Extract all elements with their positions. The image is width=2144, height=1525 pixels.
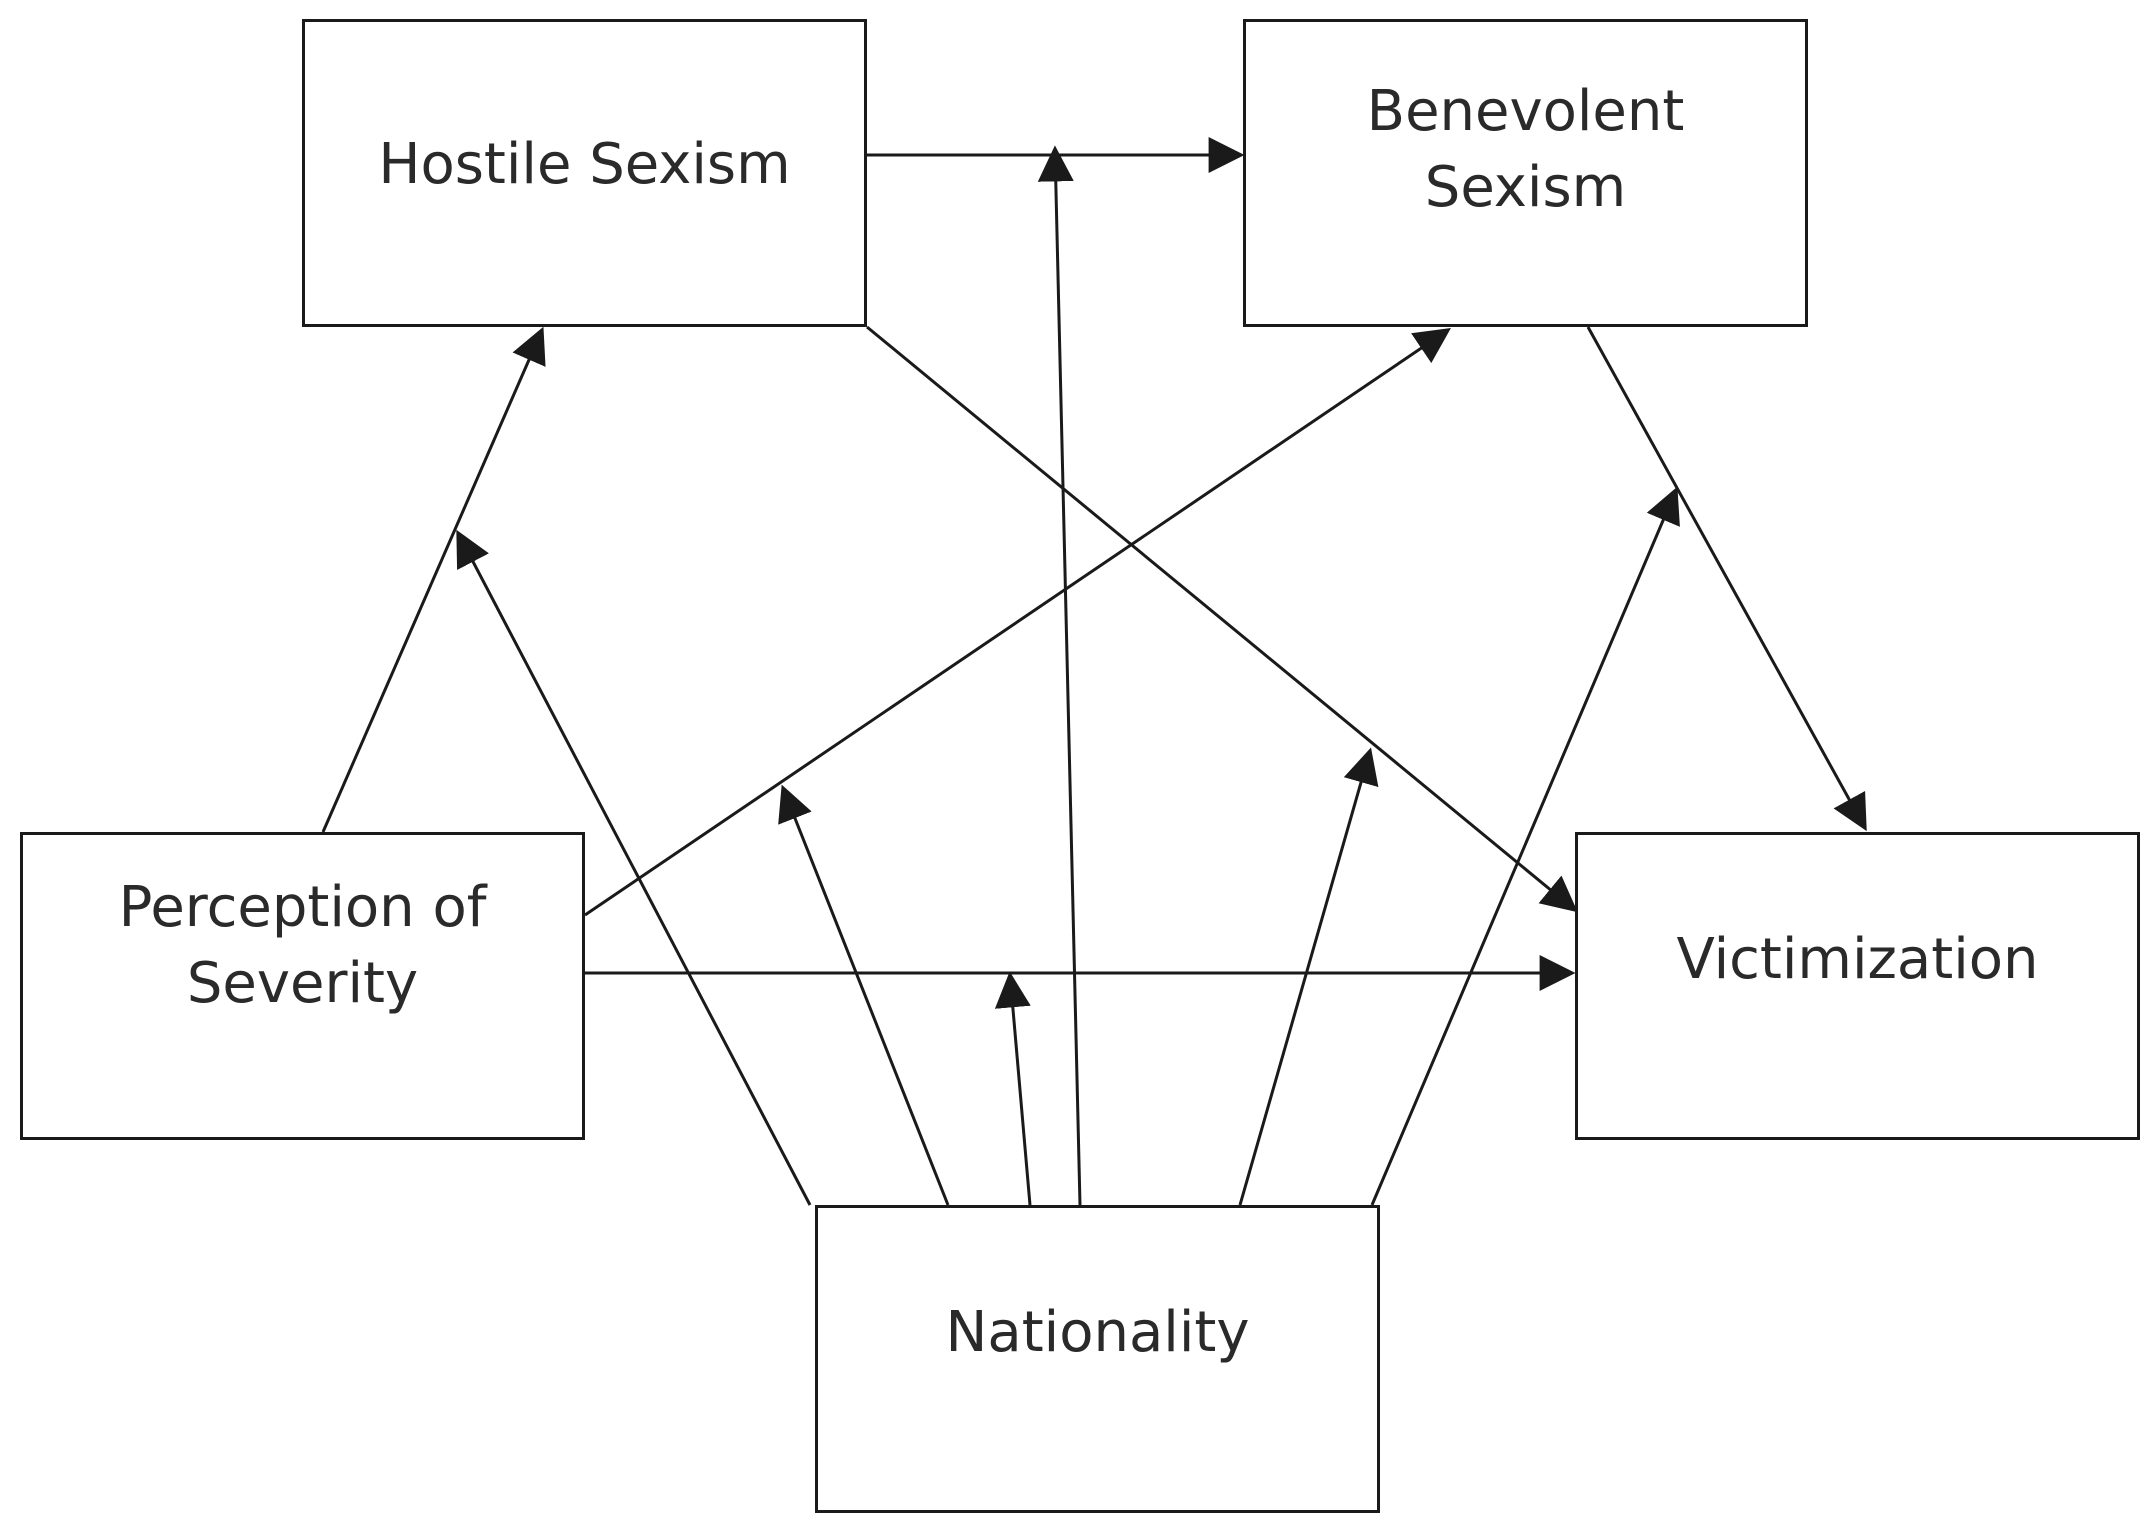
edge-hostile-to-victimization [866,325,1578,913]
node-perception-of-severity: Perception of Severity [20,832,585,1140]
moderator-arrow-benevolent-victimization [1370,486,1680,1206]
moderator-arrow-hostile-benevolent [1037,145,1082,1206]
node-label-hostile-sexism: Hostile Sexism [378,132,791,197]
moderator-arrow-hostile-victimization [1238,747,1379,1206]
moderator-arrow-perception-benevolent [778,784,950,1206]
node-hostile-sexism: Hostile Sexism [302,19,867,327]
node-label-benevolent-sexism: Benevolent Sexism [1366,79,1685,220]
moderator-arrow-perception-hostile [456,529,812,1206]
node-label-victimization: Victimization [1676,927,2039,992]
node-nationality: Nationality [815,1205,1380,1513]
edge-perception-to-hostile [321,326,546,833]
edge-benevolent-to-victimization [1586,326,1867,832]
moderator-arrow-perception-victimization [994,971,1032,1206]
node-benevolent-sexism: Benevolent Sexism [1243,19,1808,327]
node-label-perception-of-severity: Perception of Severity [118,875,487,1016]
edge-perception-to-benevolent [584,327,1451,917]
node-victimization: Victimization [1575,832,2140,1140]
node-label-nationality: Nationality [945,1300,1250,1365]
